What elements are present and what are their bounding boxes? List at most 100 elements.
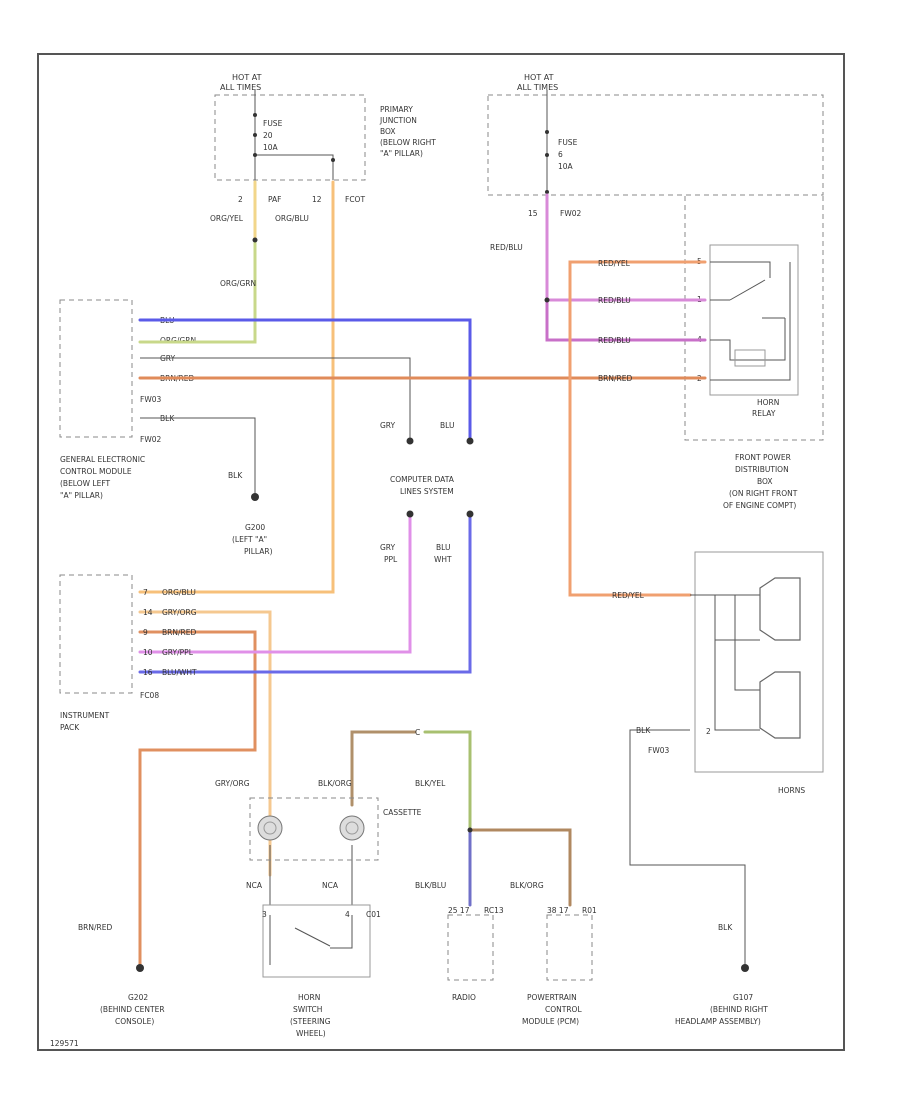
fp-conn: FW02 [560, 209, 582, 218]
g107-label-2: (BEHIND RIGHT [710, 1005, 768, 1014]
gem-label-2: CONTROL MODULE [60, 467, 132, 476]
lbl-blu: BLU [440, 421, 454, 430]
pj-hot-line2: ALL TIMES [220, 83, 261, 92]
wire-gry-org [138, 610, 272, 877]
horn-switch-label-2: SWITCH [293, 1005, 322, 1014]
wire-blk [140, 417, 256, 495]
data-link-label-2: LINES SYSTEM [400, 487, 454, 496]
fp-label-2: DISTRIBUTION [735, 465, 789, 474]
lbl-org-blu: ORG/BLU [275, 214, 309, 223]
cassette-and-horn-switch: CASSETTE C 3 4 C01 HORN SWITCH (STEERING… [249, 728, 422, 1038]
ipc-conn: FC08 [140, 691, 159, 700]
radio-pins: 25 17 [448, 906, 470, 915]
wire-blk-horns [629, 729, 746, 965]
pj-conn-left: PAF [268, 195, 282, 204]
wire-blu-wht [138, 513, 472, 674]
lbl-blk-2: BLK [636, 726, 651, 735]
pj-conn-right: FCOT [345, 195, 365, 204]
gem-label-4: "A" PILLAR) [60, 491, 103, 500]
horn-switch-label-3: (STEERING [290, 1017, 331, 1026]
lbl-red-yel-2: RED/YEL [612, 591, 645, 600]
diagram-id: 129571 [50, 1039, 79, 1048]
fp-label-4: (ON RIGHT FRONT [729, 489, 798, 498]
lbl-gry-org: GRY/ORG [215, 779, 250, 788]
ipc-wire-gryorg: GRY/ORG [162, 608, 197, 617]
horns-label: HORNS [778, 786, 805, 795]
wire-blk-org-cassette [350, 730, 417, 807]
pj-label-3: BOX [380, 127, 396, 136]
lbl-red-blu: RED/BLU [490, 243, 523, 252]
ipc-wire-gryppl: GRY/PPL [162, 648, 194, 657]
wire-blk-org-pcm [468, 828, 572, 907]
lbl-blk-yel: BLK/YEL [415, 779, 446, 788]
fp-label-1: FRONT POWER [735, 453, 791, 462]
pj-pin-right: 12 [312, 195, 322, 204]
g107-label-3: HEADLAMP ASSEMBLY) [675, 1017, 761, 1026]
relay-label-1: HORN [757, 398, 779, 407]
lbl-gry-ppl-1: GRY [380, 543, 396, 552]
wire-brn-red-ipc [138, 630, 257, 967]
horn-switch-pin-4: 4 [345, 910, 350, 919]
radio-label: RADIO [452, 993, 476, 1002]
gem-label-3: (BELOW LEFT [60, 479, 111, 488]
relay-label-2: RELAY [752, 409, 776, 418]
lbl-nca-1: NCA [246, 881, 263, 890]
pj-label-1: PRIMARY [380, 105, 413, 114]
lbl-blk-org: BLK/ORG [318, 779, 352, 788]
ipc-pin-9: 9 [143, 628, 148, 637]
pj-label-4: (BELOW RIGHT [380, 138, 436, 147]
wire-red-yel [568, 260, 707, 597]
lbl-blk: BLK [228, 471, 243, 480]
cassette-conn: C [415, 728, 420, 737]
pcm-label-2: CONTROL [545, 1005, 582, 1014]
lbl-red-yel: RED/YEL [598, 259, 631, 268]
pj-fuse-rating: 10A [263, 143, 279, 152]
g202-label-2: (BEHIND CENTER [100, 1005, 165, 1014]
horn-switch-pin-3: 3 [262, 910, 267, 919]
g107-label-1: G107 [733, 993, 753, 1002]
pj-fuse-label: FUSE [263, 119, 283, 128]
ipc-label-2: PACK [60, 723, 80, 732]
wires [138, 180, 746, 967]
computer-data-lines: COMPUTER DATA LINES SYSTEM [390, 437, 474, 518]
g200-label-1: G200 [245, 523, 265, 532]
pj-hot-line1: HOT AT [232, 73, 262, 82]
horn-switch-conn: C01 [366, 910, 381, 919]
lbl-gry: GRY [380, 421, 396, 430]
horn-relay: HORN RELAY 5 1 4 2 [697, 244, 799, 418]
lbl-org-yel: ORG/YEL [210, 214, 244, 223]
fp-label-5: OF ENGINE COMPT) [723, 501, 796, 510]
lbl-nca-2: NCA [322, 881, 339, 890]
ipc-label-1: INSTRUMENT [60, 711, 110, 720]
pcm: 38 17 R01 POWERTRAIN CONTROL MODULE (PCM… [522, 906, 597, 1026]
pj-pin-left: 2 [238, 195, 243, 204]
ipc-pin-14: 14 [143, 608, 153, 617]
ipc-pin-16: 16 [143, 668, 153, 677]
lbl-blk-3: BLK [718, 923, 733, 932]
horns-conn: FW03 [648, 746, 670, 755]
data-link-label-1: COMPUTER DATA [390, 475, 455, 484]
ground-g202: G202 (BEHIND CENTER CONSOLE) [100, 964, 165, 1026]
horn-switch-label-4: WHEEL) [296, 1029, 326, 1038]
ipc-pin-7: 7 [143, 588, 148, 597]
gem-conn-1: FW03 [140, 395, 162, 404]
fp-fuse-number: 6 [558, 150, 563, 159]
horn-icon-lower [759, 671, 801, 739]
pj-label-5: "A" PILLAR) [380, 149, 423, 158]
pj-fuse-number: 20 [263, 131, 273, 140]
lbl-org-grn: ORG/GRN [220, 279, 256, 288]
ipc-wire-brnred: BRN/RED [162, 628, 196, 637]
horn-icon-upper [759, 577, 801, 641]
clockspring-icon-2 [339, 815, 365, 841]
pcm-label-3: MODULE (PCM) [522, 1017, 579, 1026]
front-power-distribution-box: HOT AT ALL TIMES FUSE 6 10A 15 FW02 FRON… [487, 73, 824, 510]
fp-hot-line2: ALL TIMES [517, 83, 558, 92]
ipc-wire-bluwht: BLU/WHT [162, 668, 197, 677]
wire-gry-ppl [138, 513, 412, 654]
ipc-pin-10: 10 [143, 648, 153, 657]
wire-org-grn [138, 238, 257, 344]
horns-pin: 2 [706, 727, 711, 736]
pcm-conn: R01 [582, 906, 597, 915]
pj-label-2: JUNCTION [379, 116, 417, 125]
